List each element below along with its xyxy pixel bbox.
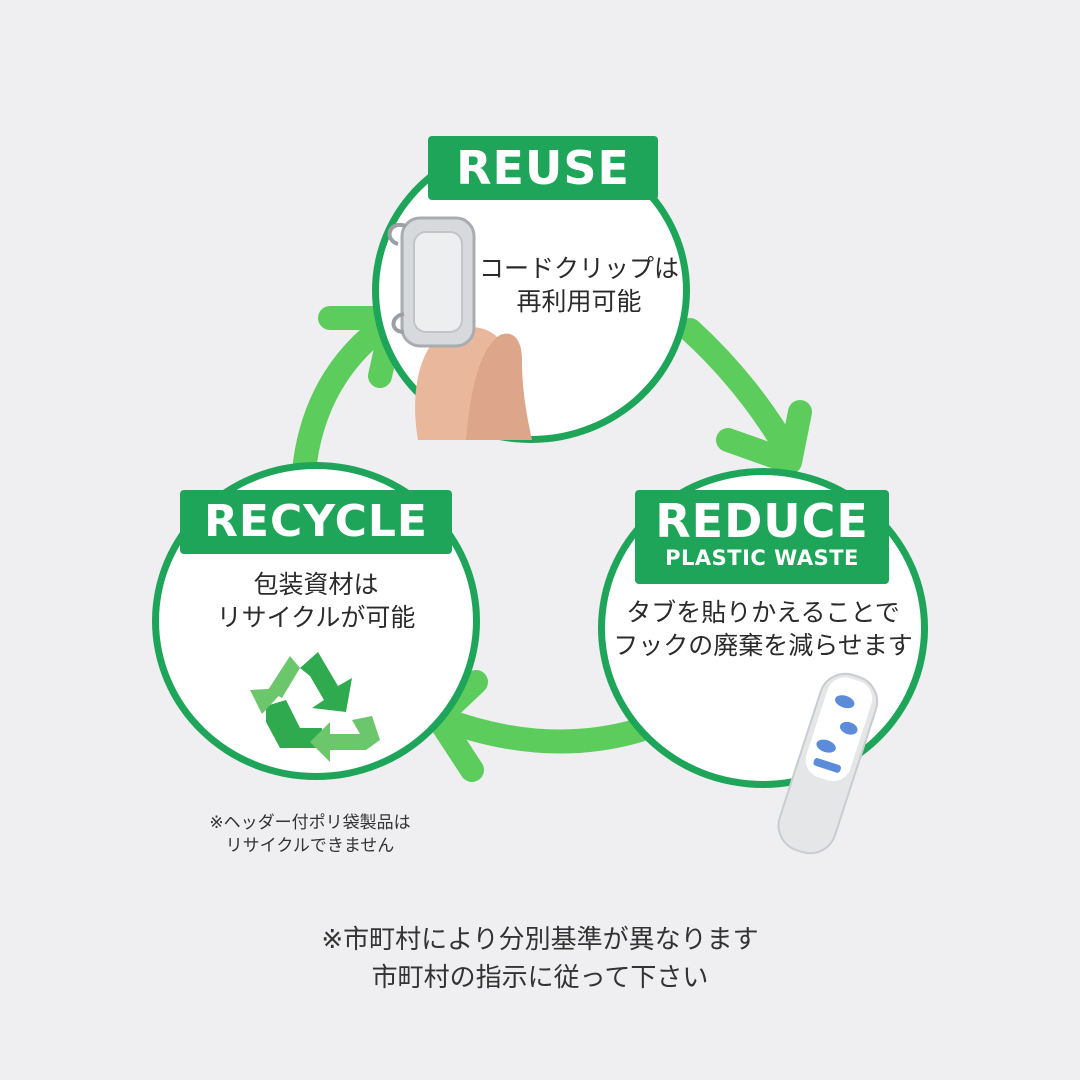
recycle-note-line-1: ※ヘッダー付ポリ袋製品は [209, 813, 411, 833]
reduce-badge-label: REDUCE [655, 494, 869, 548]
arrow-reduce-to-recycle [428, 706, 652, 754]
footer-line-1: ※市町村により分別基準が異なります [321, 925, 759, 955]
reuse-badge-label: REUSE [456, 141, 630, 195]
reuse-line-1: コードクリップは [478, 254, 679, 283]
reduce-description: タブを貼りかえることで フックの廃棄を減らせます [598, 596, 928, 662]
reduce-badge-sublabel: PLASTIC WASTE [665, 546, 859, 570]
arrowhead-reuse-to-reduce [716, 400, 812, 474]
reduce-line-2: フックの廃棄を減らせます [613, 631, 913, 660]
recycle-description: 包装資材は リサイクルが可能 [152, 568, 480, 634]
recycle-note-line-2: リサイクルできません [225, 835, 395, 856]
footer-line-2: 市町村の指示に従って下さい [371, 962, 709, 993]
arrow-reuse-to-reduce [678, 318, 802, 467]
reduce-badge: REDUCE PLASTIC WASTE [635, 490, 889, 584]
recycle-badge-label: RECYCLE [204, 496, 428, 547]
recycle-note: ※ヘッダー付ポリ袋製品は リサイクルできません [160, 812, 460, 858]
recycle-badge: RECYCLE [180, 490, 452, 554]
reuse-badge: REUSE [428, 136, 658, 200]
recycle-line-2: リサイクルが可能 [216, 603, 416, 632]
reduce-line-1: タブを貼りかえることで [626, 598, 900, 627]
arrow-recycle-to-reuse [293, 308, 404, 474]
reuse-line-2: 再利用可能 [516, 287, 642, 316]
recycle-line-1: 包装資材は [253, 570, 379, 599]
footer-notice: ※市町村により分別基準が異なります 市町村の指示に従って下さい [140, 922, 940, 997]
reuse-description: コードクリップは 再利用可能 [470, 252, 688, 318]
